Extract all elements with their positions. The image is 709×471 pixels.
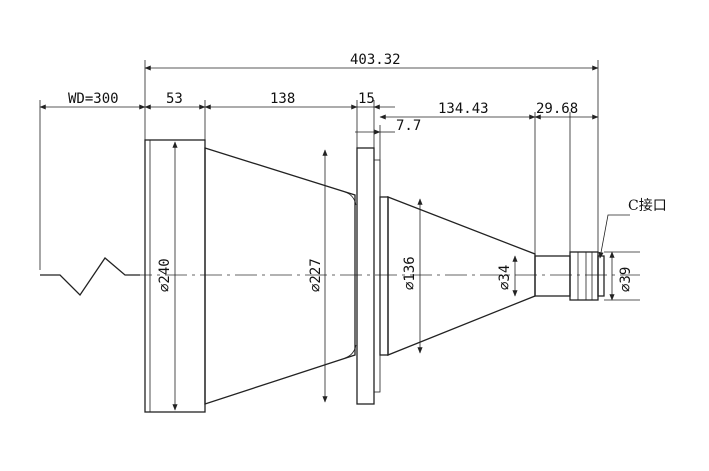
dim-flange-offset: 7.7 [396, 118, 421, 134]
rear-body [379, 196, 389, 356]
flange-rim [373, 159, 381, 393]
dia-front-barrel: ⌀240 [157, 258, 173, 292]
dia-flange: ⌀227 [308, 258, 324, 292]
leader-c-mount [598, 214, 630, 259]
dia-rear-body: ⌀136 [402, 256, 418, 290]
flange [356, 147, 375, 405]
front-cone [204, 147, 356, 405]
front-cone-fillet [344, 191, 357, 359]
c-mount [569, 251, 599, 301]
dia-rear-tube: ⌀34 [497, 265, 513, 290]
dim-mount-length: 29.68 [536, 101, 578, 117]
c-mount-label: C接口 [628, 197, 667, 214]
dim-front-section: 53 [166, 91, 183, 107]
wd-break-line [40, 257, 140, 297]
dia-mount: ⌀39 [618, 267, 634, 292]
rear-tube [534, 255, 571, 297]
dim-flange-width: 15 [358, 91, 375, 107]
c-mount-thread [597, 255, 605, 297]
dim-cone-section: 138 [270, 91, 295, 107]
dim-rear-cone: 134.43 [438, 101, 489, 117]
dim-total-length: 403.32 [350, 52, 401, 68]
dim-working-distance: WD=300 [68, 91, 119, 107]
